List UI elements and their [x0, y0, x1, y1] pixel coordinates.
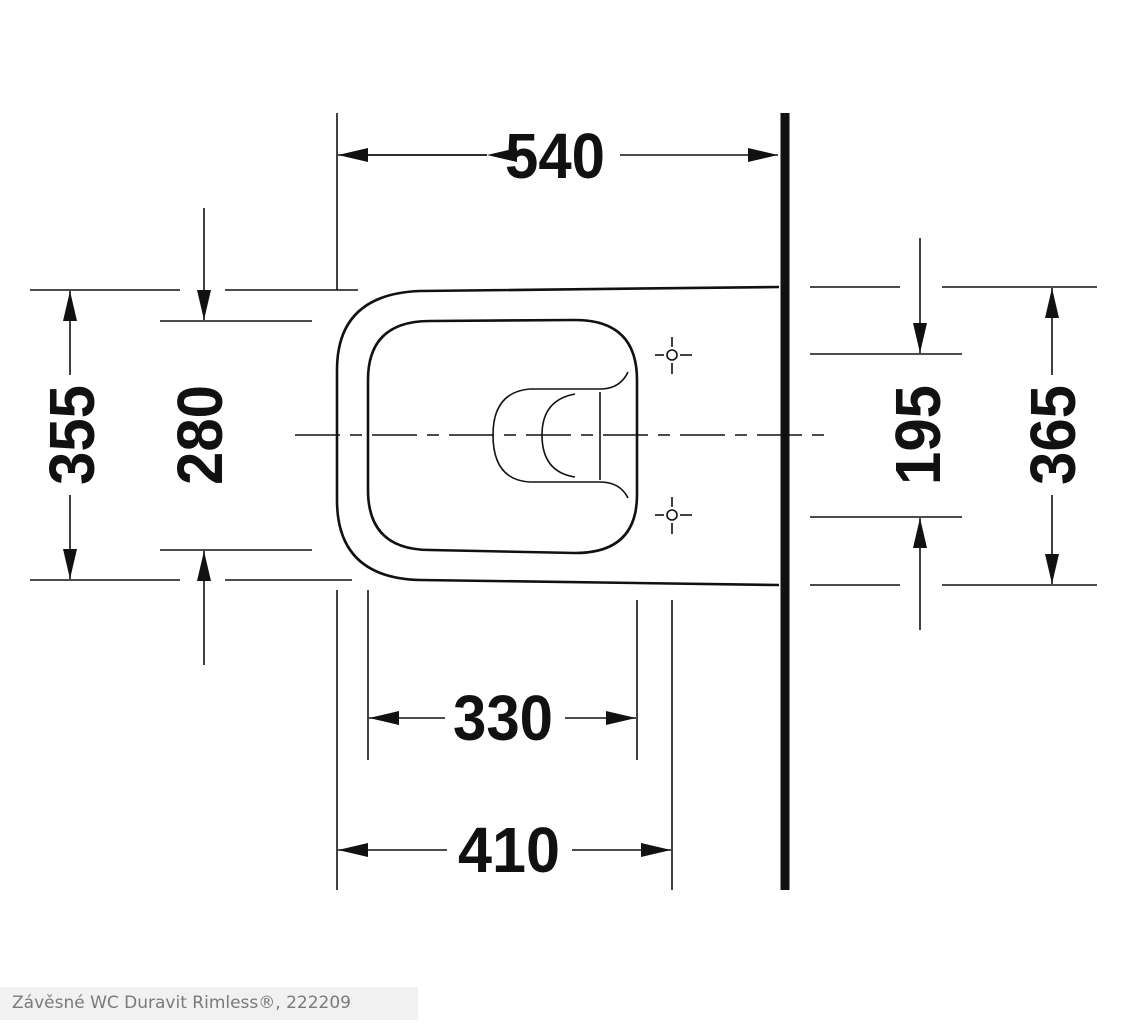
dim-330: 330	[453, 682, 553, 754]
fixing-hole-bottom	[655, 497, 692, 534]
dim-195: 195	[882, 385, 954, 485]
dim-355: 355	[36, 385, 108, 485]
dim-280: 280	[164, 385, 236, 485]
image-caption: Závěsné WC Duravit Rimless®, 222209	[0, 987, 418, 1020]
bowl-outline	[335, 285, 780, 587]
dim-410: 410	[458, 814, 560, 886]
dim-540: 540	[505, 120, 605, 192]
dim-365: 365	[1017, 385, 1089, 485]
fixing-hole-top	[655, 337, 692, 374]
seat-opening	[366, 318, 639, 555]
